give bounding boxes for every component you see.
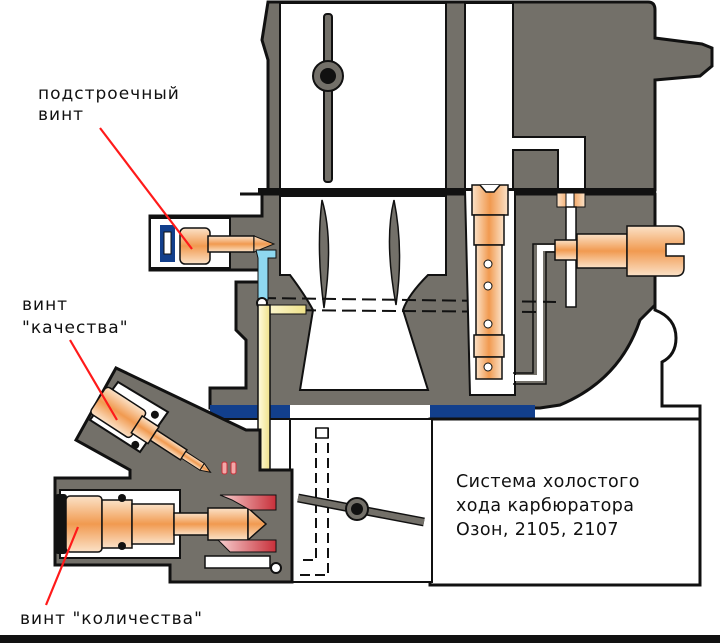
leader-line-quality-screw xyxy=(69,339,118,421)
label-trim-screw-line2: винт xyxy=(38,105,85,125)
bottom-border xyxy=(0,635,720,643)
caption-line-2: хода карбюратора xyxy=(456,496,635,516)
label-trim-screw-line1: подстроечный xyxy=(38,84,180,104)
caption-line-1: Система холостого xyxy=(456,472,640,492)
caption-line-3: Озон, 2105, 2107 xyxy=(456,520,619,540)
trim-screw-assembly xyxy=(149,217,277,309)
leader-line-quantity-screw xyxy=(44,526,80,606)
label-quantity-screw: винт "количества" xyxy=(20,609,203,629)
diagram-caption: Система холостого хода карбюратора Озон,… xyxy=(456,470,640,542)
carburetor-cover xyxy=(258,0,714,197)
carburetor-body xyxy=(148,192,702,585)
emulsion-tube-assembly xyxy=(463,184,685,396)
idle-screw-housing xyxy=(53,366,294,584)
label-quality-screw-line1: винт xyxy=(22,295,69,315)
label-quality-screw-line2: "качества" xyxy=(22,318,129,338)
leader-lines xyxy=(44,127,193,606)
leader-line-trim-screw xyxy=(99,127,193,250)
throttle-body xyxy=(289,417,702,587)
